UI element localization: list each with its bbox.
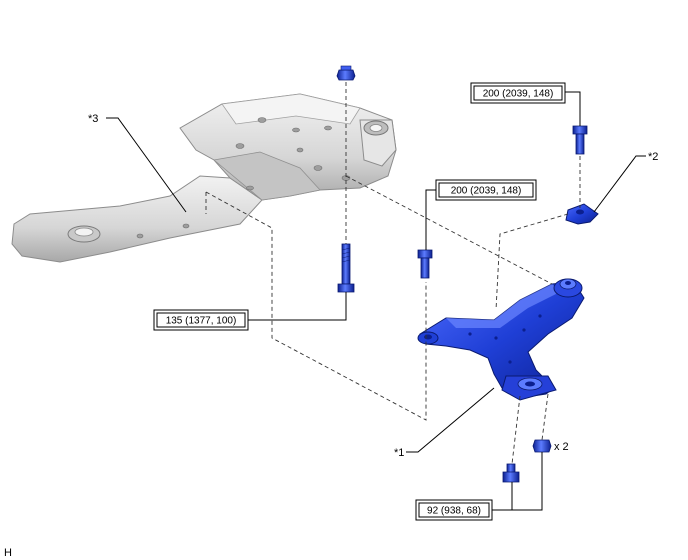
nut-top-icon bbox=[336, 65, 356, 81]
torque-box-left: 135 (1377, 100) bbox=[153, 309, 249, 331]
torque-box-bottom: 92 (938, 68) bbox=[415, 499, 493, 521]
bolt-middle-icon bbox=[417, 249, 433, 279]
torque-box-upper-right: 200 (2039, 148) bbox=[470, 82, 566, 104]
torque-value: 92 (938, 68) bbox=[427, 506, 481, 517]
bolt-bottom-icon bbox=[502, 463, 520, 483]
suspension-member-frame bbox=[11, 93, 397, 263]
lower-arm-assembly bbox=[417, 278, 585, 401]
callout-part-1: *1 bbox=[394, 447, 404, 459]
nut-bottom-icon bbox=[532, 439, 552, 453]
bracket-part-2 bbox=[565, 203, 599, 225]
quantity-label: x 2 bbox=[554, 441, 569, 453]
callout-part-2: *2 bbox=[648, 151, 658, 163]
torque-box-middle: 200 (2039, 148) bbox=[435, 179, 537, 201]
torque-value: 200 (2039, 148) bbox=[483, 89, 554, 100]
bolt-long-icon bbox=[337, 243, 355, 293]
leader-lines bbox=[106, 91, 646, 511]
callout-part-3: *3 bbox=[88, 113, 98, 125]
bolt-upper-right-icon bbox=[572, 125, 588, 155]
figure-corner-letter: H bbox=[4, 547, 12, 559]
torque-value: 135 (1377, 100) bbox=[166, 316, 237, 327]
torque-value: 200 (2039, 148) bbox=[451, 186, 522, 197]
assembly-guide-lines bbox=[205, 82, 581, 465]
